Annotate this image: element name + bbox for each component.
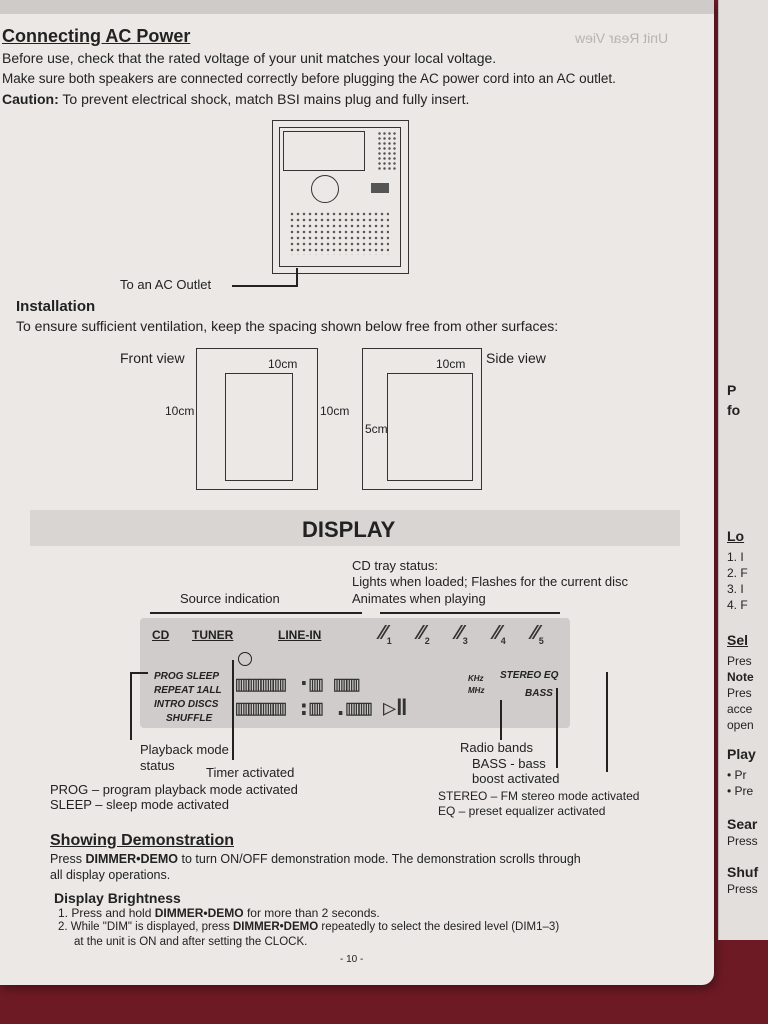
cd-disc-icon-5: ⁄⁄5 [532,622,544,646]
unit-rear-drawing [272,120,409,274]
side-view-frame [362,348,482,490]
cd-status-2: Lights when loaded; Flashes for the curr… [352,574,629,589]
prog-desc: PROG – program playback mode activated [50,782,298,797]
brightness-heading: Display Brightness [54,890,181,906]
brightness-step2: 2. While "DIM" is displayed, press DIMME… [58,921,560,933]
right-item-6: 4. F [727,598,748,612]
right-item-1: fo [727,402,741,418]
radio-callout-line [500,700,502,740]
cd-disc-icon-3: ⁄⁄3 [456,622,468,646]
radio-bands-label: Radio bands [460,740,533,755]
lcd-label-khz: KHz [468,674,484,683]
cd-status-3: Animates when playing [352,591,486,606]
caution-text: To prevent electrical shock, match BSI m… [62,91,470,107]
bass-label-1: BASS - bass [472,756,546,771]
right-page: P fo Lo 1. I 2. F 3. I 4. F Sel Pres Not… [718,0,768,940]
install-heading: Installation [16,298,96,315]
bass-callout-line [556,688,558,768]
lcd-label-mhz: MHz [468,686,485,695]
right-item-13: Play [727,746,756,762]
lcd-display: CD TUNER LINE-IN ⁄⁄1 ⁄⁄2 ⁄⁄3 ⁄⁄4 ⁄⁄5 PRO… [140,618,570,728]
ac-line2: Make sure both speakers are connected co… [2,71,616,86]
lcd-label-intro: INTRO DISCS [154,699,219,710]
front-view-label: Front view [120,350,185,366]
lcd-label-stereo-eq: STEREO EQ [500,670,559,681]
right-item-7: Sel [727,632,749,648]
outlet-leader-h [232,285,298,287]
playback-mode-label: Playback mode [140,742,229,757]
stereo-callout-line [606,672,608,772]
lcd-segments-bottom: ▥▥▥▥ :▥ .▥▥ ▷ǁ [236,696,408,721]
side-unit [387,373,473,481]
lcd-label-prog-sleep: PROG SLEEP [154,671,220,682]
right-item-9: Note [727,670,754,684]
eq-desc: EQ – preset equalizer activated [438,804,606,818]
source-cd: CD [152,628,170,642]
cd-disc-icon-2: ⁄⁄2 [418,622,430,646]
playback-callout-line [130,672,132,740]
timer-callout-line [232,660,234,760]
timer-clock-icon [238,652,252,666]
right-item-2: Lo [727,528,745,544]
cd-status-1: CD tray status: [352,558,438,573]
front-top-gap: 10cm [268,357,298,371]
lcd-segments-top: ▥▥▥▥ ·▥ ▥▥ [236,672,359,697]
display-band [30,510,680,546]
ghost-header-text: Unit Rear View [575,30,669,46]
bass-label-2: boost activated [472,771,560,786]
right-item-18: Shuf [727,864,759,880]
source-bracket [150,612,362,614]
cd-disc-icon-1: ⁄⁄1 [380,622,392,646]
ac-line1: Before use, check that the rated voltage… [2,50,497,66]
side-view-label: Side view [486,350,546,366]
right-item-19: Press [727,882,758,896]
side-top-gap: 10cm [436,357,466,371]
header-bar [0,0,714,14]
right-item-16: Sear [727,816,758,832]
display-title: DISPLAY [302,517,396,542]
timer-activated-label: Timer activated [206,765,295,780]
front-view-frame [196,348,318,490]
right-item-5: 3. I [727,582,744,596]
right-item-17: Press [727,834,758,848]
right-item-10: Pres [727,686,752,700]
front-right-gap: 10cm [320,404,350,418]
brightness-step1: 1. Press and hold DIMMER•DEMO for more t… [58,906,380,920]
front-unit [225,373,293,481]
side-left-gap: 5cm [365,422,388,436]
demo-heading: Showing Demonstration [50,832,234,849]
demo-line1: Press DIMMER•DEMO to turn ON/OFF demonst… [50,852,581,866]
right-item-8: Pres [727,654,752,668]
stereo-desc: STEREO – FM stereo mode activated [438,789,640,803]
source-tuner: TUNER [192,628,234,642]
sleep-desc: SLEEP – sleep mode activated [50,797,229,812]
page-number: - 10 - [340,954,364,965]
outlet-leader-v [296,268,298,286]
manual-page: Unit Rear View Connecting AC Power Befor… [0,0,714,985]
right-item-0: P [727,382,737,398]
front-left-gap: 10cm [165,404,195,418]
lcd-label-bass: BASS [525,688,553,699]
demo-line2: all display operations. [50,868,171,882]
playback-status-label: status [140,758,175,773]
right-item-11: acce [727,702,753,716]
right-item-15: • Pre [727,784,754,798]
cd-bracket [380,612,560,614]
install-text: To ensure sufficient ventilation, keep t… [16,318,559,334]
lcd-label-shuffle: SHUFFLE [166,713,213,724]
brightness-step3: at the unit is ON and after setting the … [74,936,308,948]
ac-heading: Connecting AC Power [2,26,191,46]
ac-caution: Caution: To prevent electrical shock, ma… [2,91,469,107]
caution-label: Caution: [2,91,59,107]
source-indication-label: Source indication [180,591,280,606]
right-item-4: 2. F [727,566,748,580]
source-line-in: LINE-IN [278,628,322,642]
lcd-label-repeat: REPEAT 1ALL [154,685,222,696]
right-item-14: • Pr [727,768,747,782]
outlet-label: To an AC Outlet [120,277,212,292]
right-item-3: 1. I [727,550,744,564]
right-item-12: open [727,718,754,732]
cd-disc-icon-4: ⁄⁄4 [494,622,506,646]
